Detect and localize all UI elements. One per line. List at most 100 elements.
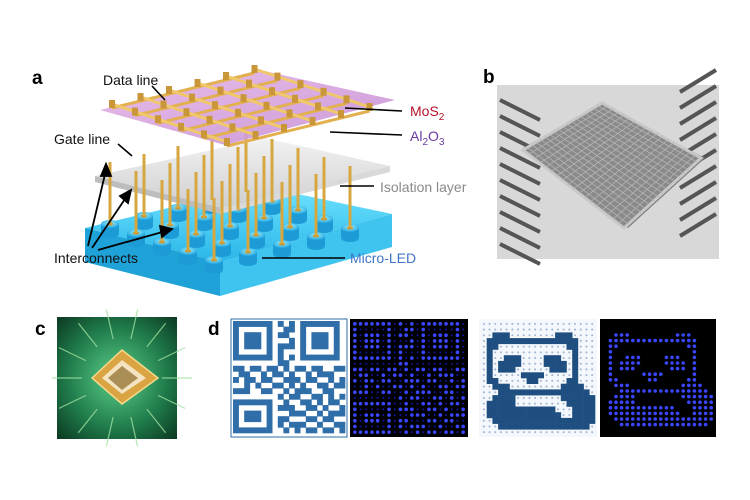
panel-a-stack-diagram (85, 65, 403, 296)
electrode-trace (678, 196, 718, 222)
transistor-via (274, 72, 281, 81)
transistor-via (263, 101, 270, 110)
data-gate-lines (109, 65, 373, 148)
electrode-trace (678, 116, 718, 142)
data-line (168, 88, 285, 130)
transistor-via (338, 110, 344, 118)
electrode-trace (499, 210, 541, 234)
label-gate-line: Gate line (54, 131, 110, 147)
led-cylinder-body (255, 218, 273, 228)
led-cylinder-body (213, 243, 231, 253)
electrode-trace (499, 146, 541, 170)
electrode-trace (499, 98, 541, 122)
transistor-via (194, 79, 201, 87)
transistor-via (315, 102, 321, 111)
transistor-via (281, 124, 287, 132)
led-cylinder-body (281, 227, 299, 237)
transistor-via (229, 123, 236, 132)
led-cylinder-body (289, 210, 307, 220)
transistor-via (189, 93, 195, 102)
data-line (197, 81, 313, 123)
panel-letter-d: d (208, 319, 220, 340)
transistor-via (178, 122, 184, 131)
transistor-via (269, 87, 275, 96)
electrode-trace (678, 68, 718, 94)
led-cylinder-body (187, 234, 205, 244)
interconnect-pillars (108, 130, 352, 260)
transistor-via (132, 107, 138, 116)
transistor-via (309, 117, 316, 125)
data-line (111, 102, 228, 144)
electrode-trace (499, 162, 541, 186)
led-cylinder-body (221, 226, 239, 236)
transistor-via (246, 79, 252, 88)
transistor-via (240, 94, 247, 103)
gate-line (226, 109, 370, 148)
transistor-via (109, 100, 115, 108)
led-cylinder-body (247, 235, 265, 245)
data-line (225, 74, 342, 116)
interconnect-arrows (87, 161, 174, 251)
transistor-via (217, 86, 224, 95)
transistor-via (286, 109, 293, 118)
led-cylinder-body (315, 219, 333, 229)
led-cylinder-body (195, 217, 213, 227)
electrode-trace (499, 226, 541, 250)
transistor-via (137, 93, 144, 101)
transistor-via (235, 108, 241, 117)
qr-pattern-display (353, 322, 465, 434)
led-cylinder-body (153, 242, 171, 252)
led-cylinder-body (179, 251, 197, 261)
transistor-via (251, 65, 258, 73)
label-data-line: Data line (103, 72, 158, 88)
pcb-traces (52, 309, 192, 447)
label-al2o3: Al2O3 (410, 128, 445, 148)
transistor-via (166, 86, 172, 94)
led-cylinder-body (101, 224, 119, 234)
transistor-via (183, 108, 190, 117)
electrode-trace (678, 100, 718, 126)
panel-d-patterns (230, 318, 716, 438)
transistor-via (206, 115, 213, 124)
panel-b-micrograph (497, 68, 719, 266)
transistor-via (292, 94, 298, 103)
electrode-trace (678, 180, 718, 206)
panel-letter-c: c (35, 319, 46, 340)
electrode-trace (499, 194, 541, 218)
led-cylinder-body (307, 236, 325, 246)
micrograph-pixel-grid (527, 105, 697, 225)
electrode-trace (678, 164, 718, 190)
electrode-trace (499, 114, 541, 138)
label-micro-led: Micro-LED (350, 250, 416, 266)
leader-lines (117, 85, 403, 259)
electrode-trace (678, 212, 718, 238)
led-cylinder-body (205, 260, 223, 270)
led-cylinder-body (169, 208, 187, 218)
transistor-via (224, 138, 230, 146)
transistor-via (297, 80, 304, 89)
transistor-via (343, 95, 350, 104)
transistor-via (258, 116, 264, 125)
led-cylinder-body (341, 228, 359, 238)
data-line (140, 95, 256, 137)
label-isolation-layer: Isolation layer (380, 179, 467, 195)
transistor-via (252, 131, 259, 139)
panel-letter-a: a (32, 68, 43, 89)
electrode-trace (678, 84, 718, 110)
transistor-via (155, 115, 161, 124)
led-cylinder-body (135, 216, 153, 226)
isolation-layer (95, 138, 390, 208)
panel-letter-b: b (483, 67, 495, 88)
label-interconnects: Interconnects (54, 250, 138, 266)
electrode-trace (499, 242, 541, 266)
panel-c-chip-photo (52, 309, 192, 447)
transistor-via (223, 72, 229, 80)
transistor-via (366, 103, 373, 111)
led-cylinder-body (273, 244, 291, 254)
label-mos2: MoS2 (410, 103, 445, 123)
panda-pattern-display (608, 333, 713, 427)
transistor-via (201, 130, 207, 139)
transistor-via (320, 87, 327, 96)
led-cylinder-body (239, 252, 257, 262)
